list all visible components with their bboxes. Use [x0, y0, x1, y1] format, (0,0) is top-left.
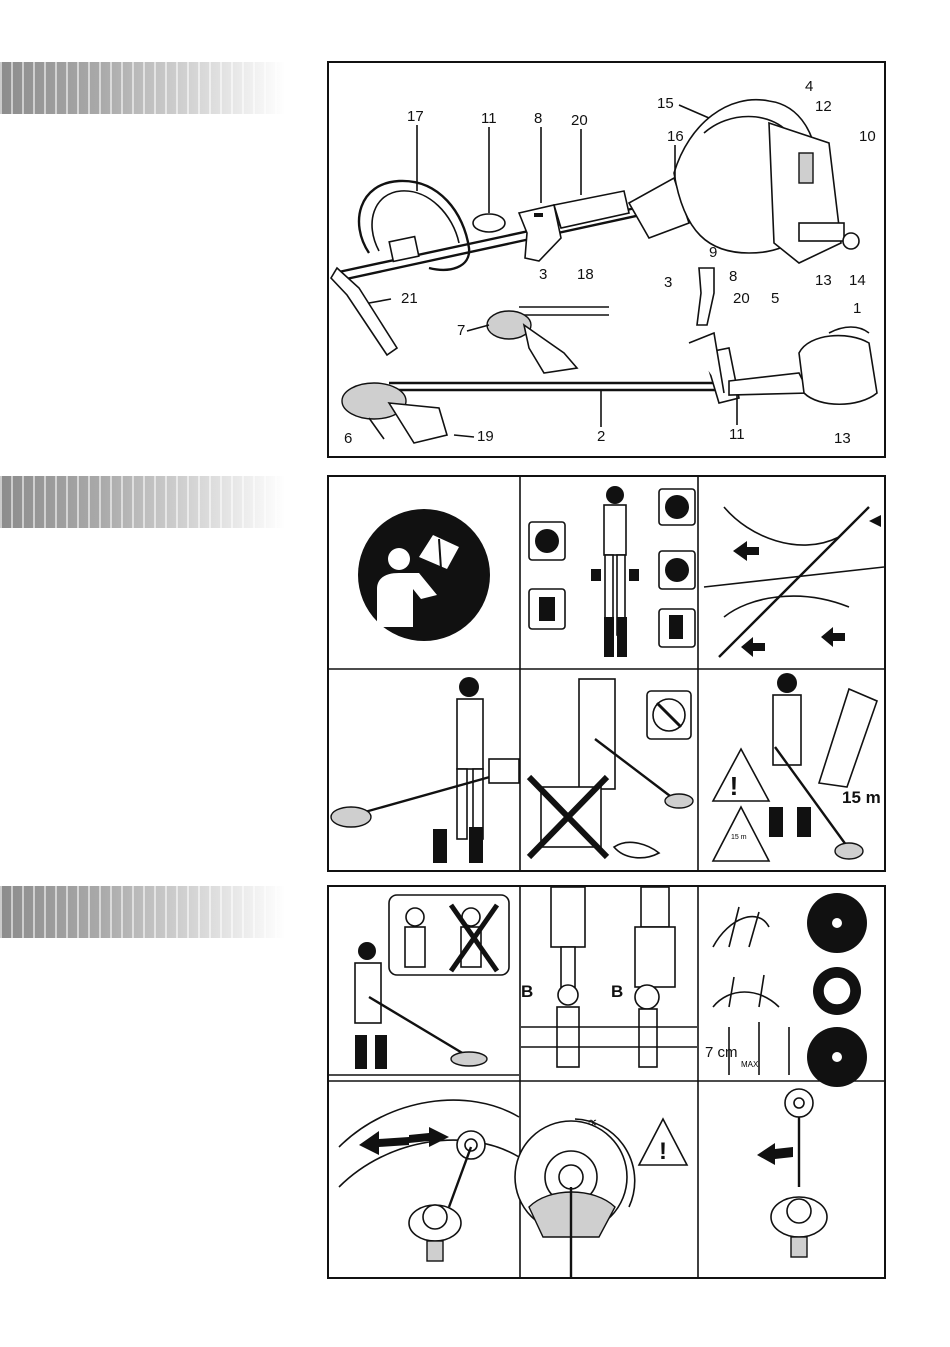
protective-equipment-icon: [529, 486, 695, 657]
label-11: 11: [481, 110, 497, 127]
blade-types-illustration: 7 cm MAX: [705, 893, 867, 1087]
no-smoking-fuel-illustration: [529, 679, 693, 858]
hand-position-illustration: [704, 507, 884, 657]
rotation-angle-diagram: ∝ !: [515, 1114, 687, 1277]
label-9: 9: [709, 244, 717, 261]
safety-figure: ! 15 m 15 m: [327, 475, 886, 872]
label-4: 4: [805, 78, 813, 95]
section-tab-2: [0, 476, 285, 528]
label-10: 10: [859, 128, 876, 145]
label-18: 18: [577, 266, 594, 283]
label-b-left: B: [521, 982, 533, 1001]
direction-cutting-illustration: [757, 1089, 827, 1257]
read-manual-icon: [358, 509, 490, 641]
small-distance-text: 15 m: [731, 834, 747, 841]
svg-text:!: !: [730, 771, 739, 801]
label-11b: 11: [729, 426, 745, 443]
label-14: 14: [849, 272, 866, 289]
lower-machine-illustration: [342, 268, 877, 443]
distance-warning-illustration: ! 15 m 15 m: [713, 673, 881, 861]
blade-thickness-label: 7 cm: [705, 1044, 738, 1061]
distance-label: 15 m: [842, 788, 881, 807]
label-13: 13: [815, 272, 832, 289]
label-15: 15: [657, 95, 674, 112]
label-16: 16: [667, 128, 684, 145]
operator-posture-illustration: [331, 677, 519, 863]
harness-buckle-illustration: B B: [521, 887, 697, 1067]
section-tab-3: [0, 886, 285, 938]
upper-shaft-illustration: [331, 100, 859, 355]
svg-text:!: !: [659, 1138, 667, 1165]
section-tab-1: [0, 62, 285, 114]
label-8: 8: [534, 110, 542, 127]
cutting-motion-illustration: [339, 1100, 519, 1261]
label-b-right: B: [611, 982, 623, 1001]
label-12: 12: [815, 98, 832, 115]
blade-max-label: MAX: [741, 1060, 759, 1069]
label-13b: 13: [834, 430, 851, 447]
label-7: 7: [457, 322, 465, 339]
label-19: 19: [477, 428, 494, 445]
alpha-label: ∝: [587, 1114, 598, 1131]
label-3b: 3: [664, 274, 672, 291]
label-20: 20: [571, 112, 588, 129]
harness-wearing-illustration: [329, 895, 519, 1075]
usage-figure: B B 7 cm MAX ∝: [327, 885, 886, 1279]
label-1: 1: [853, 300, 861, 317]
label-5: 5: [771, 290, 779, 307]
label-6: 6: [344, 430, 352, 447]
parts-diagram-figure: 17 11 8 20 15 16 4 12 10 9 13 14 3 18 21…: [327, 61, 886, 458]
label-20b: 20: [733, 290, 750, 307]
label-21: 21: [401, 290, 418, 307]
label-3: 3: [539, 266, 547, 283]
label-2: 2: [597, 428, 605, 445]
label-8b: 8: [729, 268, 737, 285]
label-17: 17: [407, 108, 424, 125]
